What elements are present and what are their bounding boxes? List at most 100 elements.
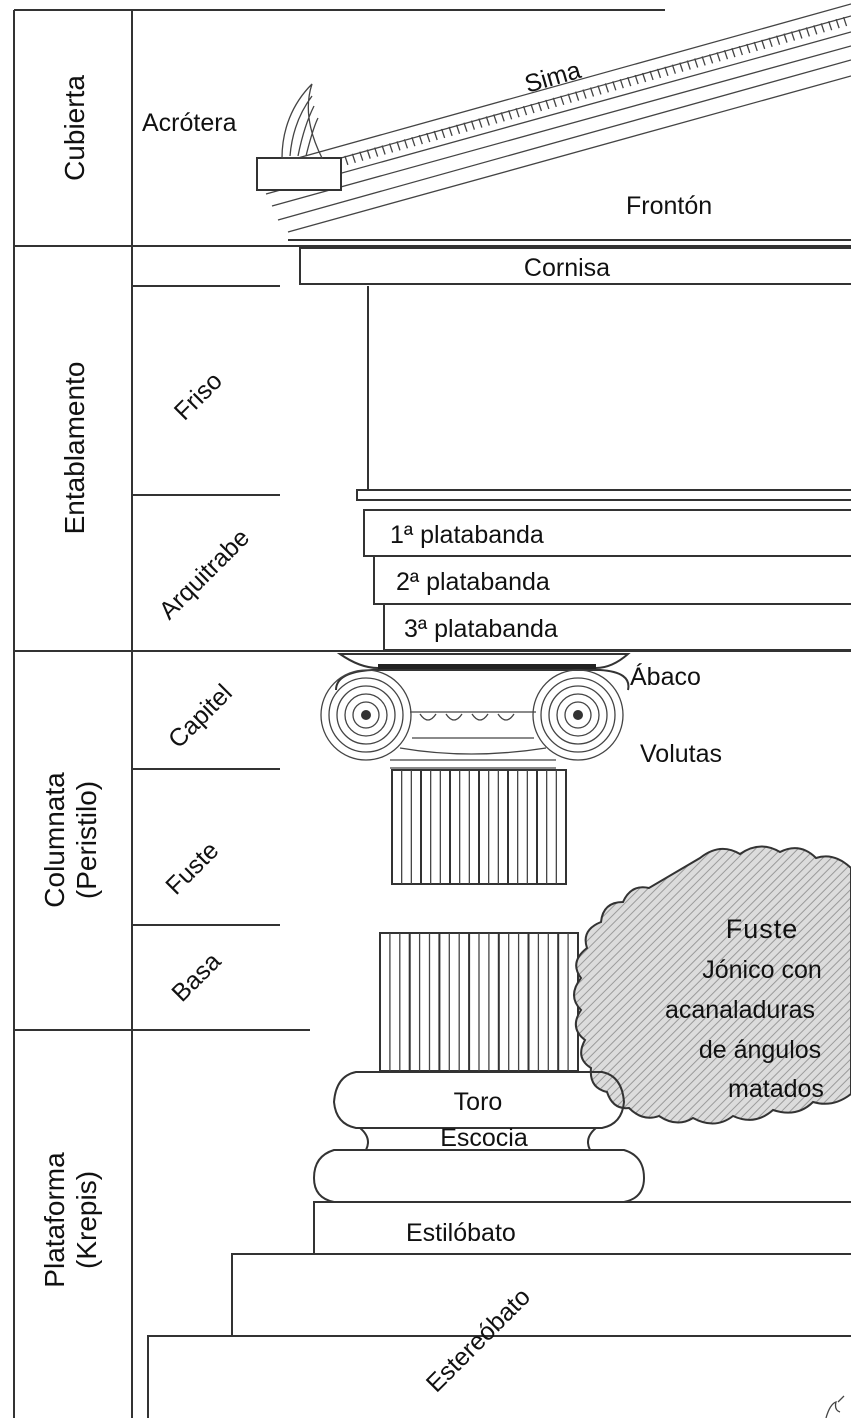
stereobate-step-2: [147, 1335, 851, 1418]
callout-line-3: de ángulos: [699, 1036, 821, 1064]
torus: [332, 1071, 626, 1129]
subsection-label-capitel: Capitel: [163, 679, 238, 754]
sima-tooth: [374, 147, 379, 157]
fascia-2: [373, 555, 851, 605]
roof-pediment: [256, 3, 851, 241]
sima-tooth: [537, 101, 543, 112]
subsection-label-arquitrabe: Arquitrabe: [154, 524, 255, 625]
sima-tooth: [656, 68, 662, 79]
section-label-entablamento: Entablamento: [59, 362, 90, 535]
frieze-moulding: [356, 489, 851, 501]
sima-tooth: [708, 54, 714, 64]
label-abaco: Ábaco: [630, 662, 701, 691]
sima-tooth: [441, 128, 446, 139]
label-estilobato: Estilóbato: [406, 1219, 516, 1247]
label-acrotera: Acrótera: [142, 109, 237, 137]
sima-tooth: [641, 72, 647, 83]
sima-tooth: [426, 132, 431, 143]
platform-steps: [147, 1201, 851, 1418]
volute-right: [532, 669, 624, 761]
lower-torus: [312, 1149, 646, 1203]
sima-tooth: [679, 62, 684, 72]
sima-tooth: [485, 116, 490, 126]
sima-tooth: [842, 16, 848, 27]
callout-cloud: [573, 845, 851, 1125]
sima-tooth: [530, 103, 535, 114]
sima-tooth: [560, 95, 565, 105]
sima-tooth: [463, 122, 468, 132]
sima-tooth: [731, 47, 736, 58]
sima-tooth: [381, 145, 386, 155]
sima-tooth: [403, 139, 409, 149]
sima-tooth: [604, 83, 610, 93]
section-label-cubierta: Cubierta: [59, 75, 90, 181]
volute-left: [320, 669, 412, 761]
section-label-peristilo: (Peristilo): [71, 781, 102, 899]
label-sima: Sima: [522, 56, 585, 99]
shaft-upper: [391, 769, 567, 885]
sima-tooth: [828, 21, 833, 31]
sima-tooth: [805, 27, 810, 37]
sima-tooth: [597, 85, 602, 95]
subsection-label-friso: Friso: [169, 367, 228, 426]
section-label-plataforma: Plataforma: [39, 1152, 70, 1288]
section-label-krepis: (Krepis): [71, 1171, 102, 1269]
sima-tooth: [634, 74, 639, 85]
sima-tooth: [545, 99, 550, 110]
callout-title: Fuste: [726, 914, 799, 944]
sima-tooth: [835, 18, 840, 29]
label-estereobato: Estereóbato: [421, 1283, 536, 1398]
sima-tooth: [433, 130, 438, 141]
shaft-lower: [379, 932, 579, 1072]
sima-tooth: [627, 76, 632, 87]
sima-tooth: [567, 93, 572, 103]
label-toro: Toro: [454, 1088, 503, 1116]
sima-tooth: [418, 134, 423, 145]
sima-tooth: [574, 91, 580, 101]
label-volutas: Volutas: [640, 740, 722, 768]
sima-tooth: [522, 105, 528, 116]
sima-tooth: [694, 58, 699, 68]
callout-line-4: matados: [728, 1075, 824, 1103]
sima-tooth: [701, 56, 706, 66]
sima-tooth: [500, 112, 505, 122]
classification-table: [13, 9, 851, 1418]
sima-tooth: [493, 114, 498, 124]
sima-tooth: [783, 33, 788, 43]
sima-tooth: [470, 120, 476, 130]
stereobate-step-1: [231, 1253, 851, 1336]
sima-tooth: [716, 52, 721, 62]
sima-tooth: [619, 79, 624, 89]
sima-tooth: [798, 29, 803, 39]
sima-tooth: [411, 137, 416, 147]
sima-tooth: [738, 45, 743, 56]
sima-tooth: [649, 70, 654, 81]
sima-tooth: [775, 35, 781, 45]
sima-moulding: [329, 16, 848, 170]
sima-tooth: [366, 149, 371, 159]
acroterion-palmette: [281, 83, 324, 159]
sculpture-fragment: [825, 1395, 845, 1418]
sima-tooth: [589, 87, 595, 97]
sima-tooth: [612, 81, 617, 91]
sima-tooth: [746, 43, 751, 54]
sima-tooth: [790, 31, 796, 41]
sima-tooth: [508, 110, 513, 120]
section-label-columnata: Columnata: [39, 772, 70, 908]
fuste-callout: [573, 845, 851, 1125]
callout-line-2: acanaladuras: [665, 996, 815, 1024]
fascia-1: [363, 509, 851, 557]
cornice-block: [299, 247, 851, 285]
label-platabanda-2: 2ª platabanda: [396, 568, 550, 596]
stylobate: [313, 1201, 851, 1254]
subsection-label-fuste: Fuste: [160, 836, 224, 900]
sima-tooth: [448, 126, 453, 137]
acroterion-base: [256, 157, 342, 191]
sima-tooth: [396, 141, 401, 151]
sima-tooth: [761, 39, 766, 50]
sima-tooth: [455, 124, 461, 134]
label-cornisa: Cornisa: [524, 254, 610, 282]
label-escocia: Escocia: [440, 1124, 528, 1152]
sima-tooth: [813, 25, 818, 35]
